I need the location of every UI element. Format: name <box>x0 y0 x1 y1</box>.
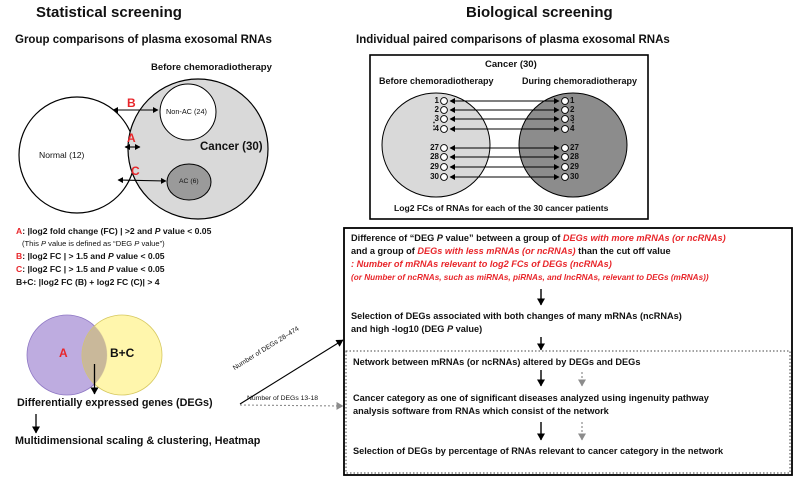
right-subtitle: Individual paired comparisons of plasma … <box>356 34 670 46</box>
patient-label-during: 3 <box>570 114 575 123</box>
patient-label-during: 1 <box>570 96 575 105</box>
patient-dot-during <box>561 153 569 161</box>
patient-dot-during <box>561 144 569 152</box>
edge-lower-arrow <box>239 401 344 410</box>
patient-label-during: 2 <box>570 105 575 114</box>
arrow-a-label: A <box>127 131 136 145</box>
patient-label-before: 2 <box>434 105 439 114</box>
patient-label-before: 4 <box>434 124 439 133</box>
patient-dot-during <box>561 97 569 105</box>
patient-dot-during <box>561 106 569 114</box>
criterion-b: B: |log2 FC | > 1.5 and P value < 0.05 <box>16 251 165 261</box>
patient-dot-before <box>440 97 448 105</box>
patient-label-during: 28 <box>570 152 579 161</box>
nonac-label: Non-AC (24) <box>166 107 207 116</box>
step-5: Selection of DEGs by percentage of RNAs … <box>353 446 724 456</box>
step-1: Difference of “DEG P value” between a gr… <box>351 233 726 282</box>
step-4: Cancer category as one of significant di… <box>353 393 709 416</box>
patient-label-before: 28 <box>430 152 439 161</box>
patient-dot-during <box>561 163 569 171</box>
left-title: Statistical screening <box>36 4 182 21</box>
ellipsis-right: ⋮ <box>568 121 578 132</box>
patient-label-before: 30 <box>430 172 439 181</box>
nonac-circle <box>159 83 217 141</box>
step-3: Network between mRNAs (or ncRNAs) altere… <box>353 357 641 367</box>
cancer-label: Cancer (30) <box>200 141 263 153</box>
ac-circle <box>166 163 212 201</box>
normal-label: Normal (12) <box>39 150 85 160</box>
patient-label-before: 27 <box>430 143 439 152</box>
degs-label: Differentially expressed genes (DEGs) <box>17 397 213 409</box>
criterion-bc: B+C: |log2 FC (B) + log2 FC (C)| > 4 <box>16 277 160 287</box>
criterion-c: C: |log2 FC | > 1.5 and P value < 0.05 <box>16 264 165 274</box>
arrow-c-line <box>117 177 167 184</box>
patient-dot-before <box>440 106 448 114</box>
patient-label-during: 29 <box>570 162 579 171</box>
venn-a-label: A <box>59 346 68 360</box>
cancer-box-title: Cancer (30) <box>485 59 537 70</box>
patient-dot-during <box>561 173 569 181</box>
venn-bc-circle <box>81 314 163 396</box>
right-title: Biological screening <box>466 4 613 21</box>
patient-label-before: 29 <box>430 162 439 171</box>
ellipsis-left: ⋮ <box>429 121 439 132</box>
arrow-b-label: B <box>127 96 136 110</box>
before-chemo-label-right: Before chemoradiotherapy <box>379 76 494 86</box>
patient-arrows <box>440 97 569 181</box>
patient-dot-before <box>440 115 448 123</box>
edge-lower-label: Number of DEGs 13-18 <box>247 395 319 402</box>
left-subtitle: Group comparisons of plasma exosomal RNA… <box>15 34 272 46</box>
mds-label: Multidimensional scaling & clustering, H… <box>15 435 261 447</box>
patient-label-during: 4 <box>570 124 575 133</box>
patient-label-during: 27 <box>570 143 579 152</box>
patient-label-during: 30 <box>570 172 579 181</box>
patient-dot-before <box>440 153 448 161</box>
patient-dot-during <box>561 115 569 123</box>
network-dotted-box <box>345 350 791 474</box>
venn-overlap <box>82 326 107 384</box>
patient-dot-before <box>440 163 448 171</box>
ac-label: AC (6) <box>179 178 199 185</box>
patient-dot-during <box>561 125 569 133</box>
edge-upper-arrow <box>239 339 344 405</box>
venn-bc-label: B+C <box>110 346 135 360</box>
during-chemo-label: During chemoradiotherapy <box>522 76 638 86</box>
arrow-c-label: C <box>131 164 140 178</box>
log2-caption: Log2 FCs of RNAs for each of the 30 canc… <box>394 203 609 213</box>
before-chemo-label: Before chemoradiotherapy <box>151 62 272 73</box>
criterion-a-note: (This P value is defined as “DEG P value… <box>22 239 165 248</box>
step-2: Selection of DEGs associated with both c… <box>351 311 682 334</box>
patient-dot-before <box>440 144 448 152</box>
patient-label-before: 1 <box>434 96 439 105</box>
patient-label-before: 3 <box>434 114 439 123</box>
criterion-a: A: |log2 fold change (FC) | >2 and P val… <box>16 226 212 236</box>
patient-dot-before <box>440 125 448 133</box>
patient-dot-before <box>440 173 448 181</box>
